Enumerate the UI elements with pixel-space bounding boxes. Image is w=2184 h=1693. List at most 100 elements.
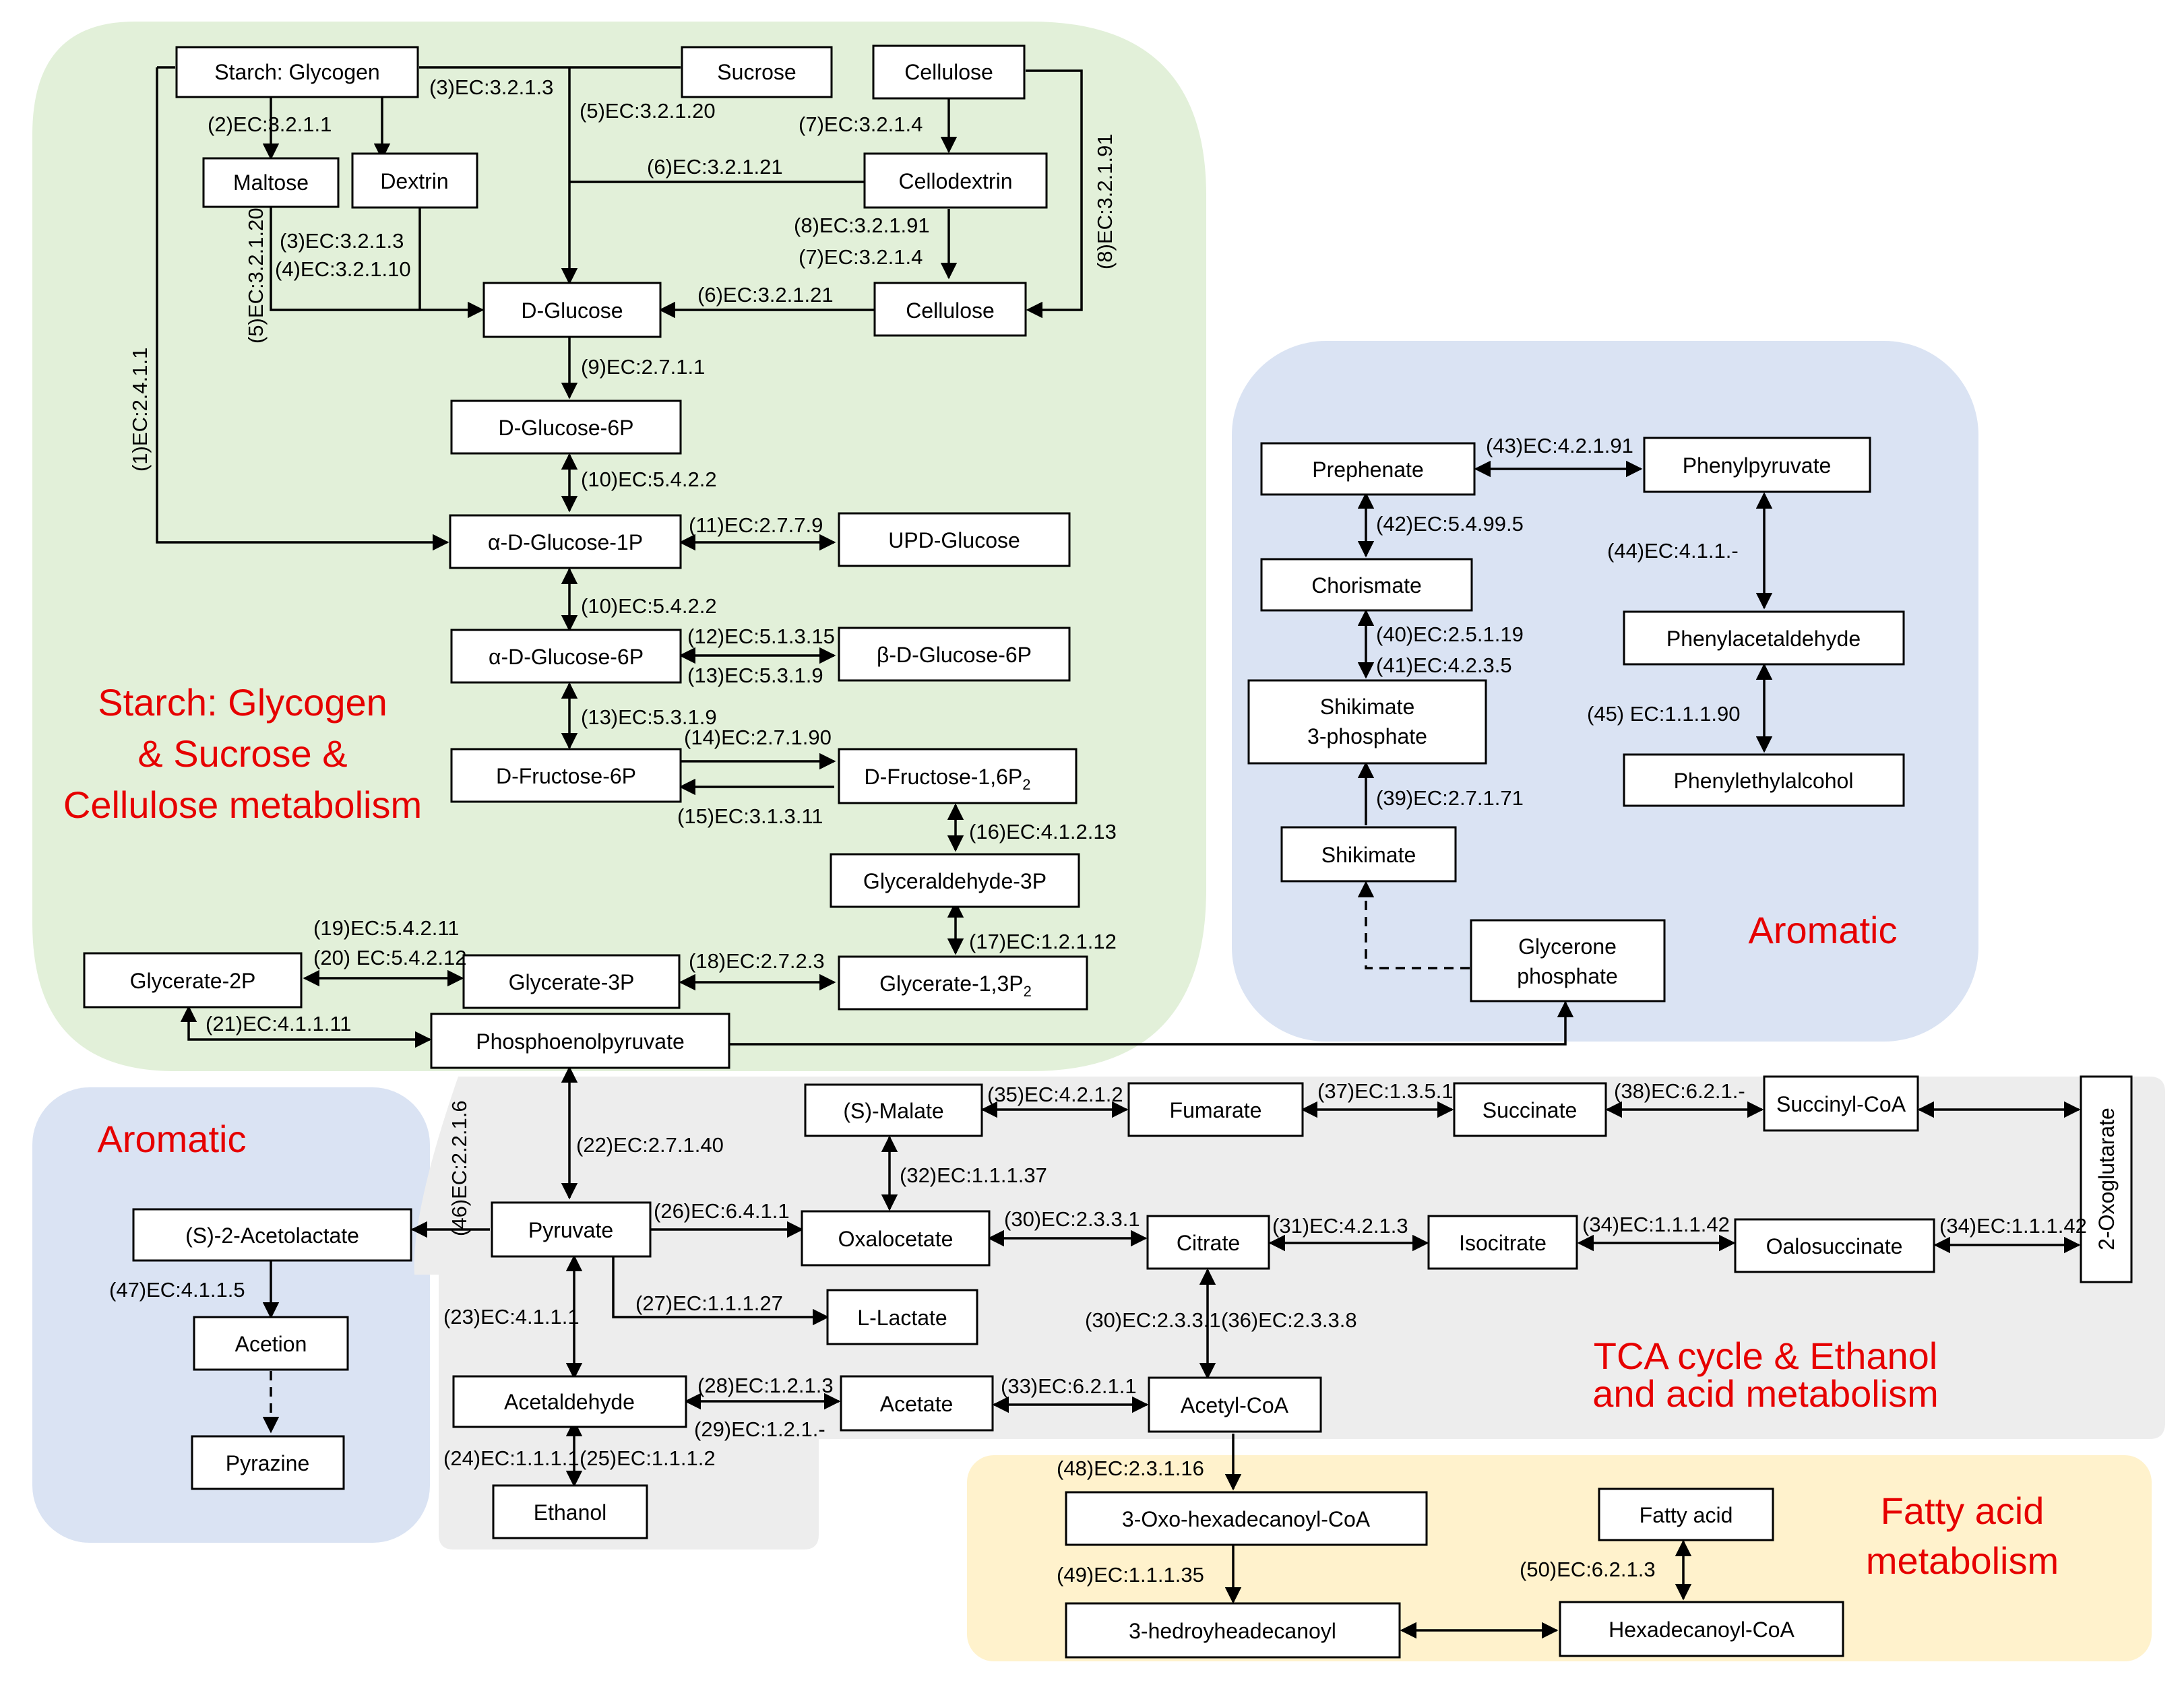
ec-label: (44)EC:4.1.1.- bbox=[1607, 539, 1739, 563]
svg-text:Hexadecanoyl-CoA: Hexadecanoyl-CoA bbox=[1609, 1618, 1795, 1642]
ec-label: (6)EC:3.2.1.21 bbox=[697, 283, 834, 307]
node-dglucose: D-Glucose bbox=[482, 282, 662, 338]
edge-pep-glycerone bbox=[729, 1000, 1574, 1046]
ec-label: (37)EC:1.3.5.1 bbox=[1317, 1079, 1454, 1103]
region-title-fatty-line: metabolism bbox=[1866, 1539, 2059, 1582]
edge-pyruvate-llactate bbox=[612, 1256, 830, 1326]
node-dfructose6p: D-Fructose-6P bbox=[450, 748, 682, 803]
node-acetion: Acetion bbox=[193, 1316, 349, 1371]
ec-label: (47)EC:4.1.1.5 bbox=[109, 1278, 245, 1302]
svg-text:Isocitrate: Isocitrate bbox=[1459, 1231, 1547, 1255]
ec-label: (34)EC:1.1.1.42 bbox=[1582, 1213, 1730, 1236]
ec-label: (43)EC:4.2.1.91 bbox=[1486, 434, 1633, 457]
svg-text:Succinyl-CoA: Succinyl-CoA bbox=[1776, 1092, 1906, 1116]
svg-text:UPD-Glucose: UPD-Glucose bbox=[888, 528, 1020, 552]
ec-label: (23)EC:4.1.1.1 bbox=[443, 1305, 580, 1329]
region-title-tca-line: and acid metabolism bbox=[1592, 1372, 1939, 1415]
node-sucrose: Sucrose bbox=[681, 46, 833, 98]
ec-label: (24)EC:1.1.1.1 bbox=[443, 1446, 580, 1470]
node-dglucose6p: D-Glucose-6P bbox=[450, 400, 682, 455]
svg-text:Succinate: Succinate bbox=[1483, 1098, 1578, 1122]
svg-text:Acetate: Acetate bbox=[880, 1392, 954, 1416]
ec-label: (36)EC:2.3.3.8 bbox=[1221, 1308, 1357, 1332]
node-glyceraldehyde3p: Glyceraldehyde-3P bbox=[830, 853, 1080, 908]
region-title-carb: Starch: Glycogen& Sucrose &Cellulose met… bbox=[63, 681, 422, 826]
svg-text:Fumarate: Fumarate bbox=[1170, 1098, 1262, 1122]
region-title-fatty: Fatty acid metabolism bbox=[1866, 1490, 2059, 1582]
node-succinate: Succinate bbox=[1453, 1082, 1607, 1137]
node-glycerate13p-subscript: 2 bbox=[1024, 983, 1032, 1000]
node-dextrin: Dextrin bbox=[351, 152, 478, 209]
node-oxalocetate: Oxalocetate bbox=[801, 1210, 991, 1267]
node-glycerate3p: Glycerate-3P bbox=[462, 954, 681, 1009]
svg-text:Sucrose: Sucrose bbox=[717, 60, 796, 84]
node-isocitrate: Isocitrate bbox=[1427, 1215, 1578, 1270]
svg-text:Glycerate-1,3P2: Glycerate-1,3P2 bbox=[879, 971, 1032, 1000]
node-citrate: Citrate bbox=[1146, 1215, 1270, 1270]
svg-text:Phenylethylalcohol: Phenylethylalcohol bbox=[1674, 769, 1854, 793]
node-dfructose16p: D-Fructose-1,6P2 bbox=[838, 748, 1078, 804]
node-acetolactate: (S)-2-Acetolactate bbox=[132, 1208, 412, 1262]
ec-label: (48)EC:2.3.1.16 bbox=[1057, 1457, 1204, 1480]
svg-text:Pyruvate: Pyruvate bbox=[528, 1218, 613, 1242]
svg-text:Acetaldehyde: Acetaldehyde bbox=[504, 1390, 635, 1414]
svg-text:D-Glucose: D-Glucose bbox=[521, 298, 623, 323]
svg-text:Pyrazine: Pyrazine bbox=[226, 1451, 310, 1475]
svg-text:Glycerate-3P: Glycerate-3P bbox=[509, 970, 635, 994]
ec-label: (34)EC:1.1.1.42 bbox=[1939, 1214, 2087, 1238]
svg-text:Acetion: Acetion bbox=[235, 1332, 307, 1356]
node-glycerate13p-label: Glycerate-1,3P bbox=[879, 971, 1023, 996]
region-title-carb-line: & Sucrose & bbox=[137, 732, 347, 775]
svg-text:Maltose: Maltose bbox=[233, 170, 309, 195]
ec-label: (42)EC:5.4.99.5 bbox=[1376, 512, 1524, 536]
region-title-fatty-line: Fatty acid bbox=[1881, 1490, 2045, 1532]
node-updglucose: UPD-Glucose bbox=[838, 512, 1071, 567]
svg-text:Cellulose: Cellulose bbox=[906, 298, 995, 323]
ec-label: (40)EC:2.5.1.19 bbox=[1376, 622, 1524, 646]
svg-text:D-Fructose-1,6P2: D-Fructose-1,6P2 bbox=[865, 765, 1031, 793]
svg-text:Starch: Glycogen: Starch: Glycogen bbox=[214, 60, 379, 84]
node-acetate: Acetate bbox=[840, 1375, 994, 1432]
node-succinylcoa: Succinyl-CoA bbox=[1763, 1075, 1919, 1132]
svg-text:(S)-Malate: (S)-Malate bbox=[843, 1099, 943, 1123]
region-title-aromatic-left: Aromatic bbox=[98, 1118, 247, 1160]
node-glycerate13p: Glycerate-1,3P2 bbox=[838, 955, 1088, 1011]
ec-label: (38)EC:6.2.1.- bbox=[1614, 1079, 1745, 1103]
ec-label: (32)EC:1.1.1.37 bbox=[900, 1163, 1047, 1187]
edge-starch-dglucose bbox=[419, 66, 681, 283]
svg-text:Dextrin: Dextrin bbox=[380, 169, 448, 193]
node-shikimate3p-line: 3-phosphate bbox=[1307, 724, 1427, 748]
svg-text:Glycerate-2P: Glycerate-2P bbox=[130, 969, 256, 993]
edge-glycerone-shikimate bbox=[1357, 881, 1470, 969]
ec-label: (8)EC:3.2.1.91 bbox=[794, 214, 930, 237]
ec-label: (10)EC:5.4.2.2 bbox=[581, 594, 717, 618]
ec-label: (49)EC:1.1.1.35 bbox=[1057, 1563, 1204, 1587]
ec-label: (29)EC:1.2.1.- bbox=[694, 1417, 825, 1441]
node-starch: Starch: Glycogen bbox=[175, 46, 419, 98]
svg-text:Acetyl-CoA: Acetyl-CoA bbox=[1181, 1393, 1289, 1417]
edge-cellulose-top-cellulose-mid bbox=[1026, 69, 1083, 319]
ec-label: (1)EC:2.4.1.1 bbox=[128, 348, 152, 472]
region-title-tca-line: TCA cycle & Ethanol bbox=[1594, 1335, 1937, 1377]
ec-label: (25)EC:1.1.1.2 bbox=[580, 1446, 716, 1470]
ec-label: (41)EC:4.2.3.5 bbox=[1376, 653, 1512, 677]
ec-label: (39)EC:2.7.1.71 bbox=[1376, 786, 1524, 810]
ec-label: (27)EC:1.1.1.27 bbox=[635, 1291, 783, 1315]
ec-label: (30)EC:2.3.3.1 bbox=[1004, 1207, 1140, 1231]
svg-text:3-hedroyheadecanoyl: 3-hedroyheadecanoyl bbox=[1129, 1619, 1336, 1643]
svg-text:Cellodextrin: Cellodextrin bbox=[899, 169, 1013, 193]
svg-text:Ethanol: Ethanol bbox=[534, 1500, 607, 1525]
svg-text:Shikimate: Shikimate bbox=[1321, 843, 1416, 867]
node-phenylacetaldehyde: Phenylacetaldehyde bbox=[1623, 610, 1905, 666]
ec-label: (7)EC:3.2.1.4 bbox=[799, 113, 923, 136]
node-acetylcoa: Acetyl-CoA bbox=[1148, 1376, 1322, 1433]
svg-text:Fatty acid: Fatty acid bbox=[1640, 1503, 1733, 1527]
node-pyruvate: Pyruvate bbox=[491, 1201, 652, 1258]
ec-label: (31)EC:4.2.1.3 bbox=[1272, 1214, 1408, 1238]
node-oxoglutarate: 2-Oxoglutarate bbox=[2080, 1075, 2133, 1283]
svg-text:Oxalocetate: Oxalocetate bbox=[838, 1227, 954, 1251]
